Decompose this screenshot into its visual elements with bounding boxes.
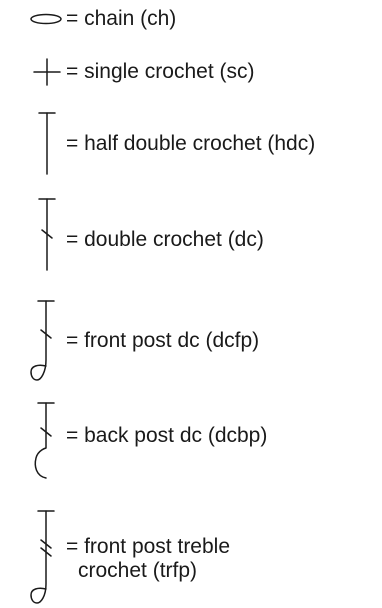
front-post-treble-crochet-icon: [30, 510, 55, 604]
double-crochet-icon: [38, 198, 56, 271]
legend-label-half-double-crochet: = half double crochet (hdc): [66, 132, 316, 155]
front-post-dc-icon: [30, 300, 55, 381]
legend-label-chain: = chain (ch): [66, 7, 177, 30]
legend-label-front-post-treble-crochet-line1: = front post treble: [66, 535, 231, 558]
legend-label-back-post-dc: = back post dc (dcbp): [66, 424, 268, 447]
legend-label-single-crochet: = single crochet (sc): [66, 60, 255, 83]
legend-label-double-crochet: = double crochet (dc): [66, 228, 264, 251]
back-post-dc-icon: [34, 402, 55, 479]
legend-label-front-post-treble-crochet-line2: crochet (trfp): [78, 559, 198, 582]
half-double-crochet-icon: [38, 112, 56, 175]
single-crochet-icon: [33, 58, 61, 86]
legend-label-front-post-dc: = front post dc (dcfp): [66, 329, 260, 352]
chain-icon: [30, 13, 62, 25]
legend-label-front-post-treble-crochet: = front post treble crochet (trfp): [66, 535, 230, 583]
